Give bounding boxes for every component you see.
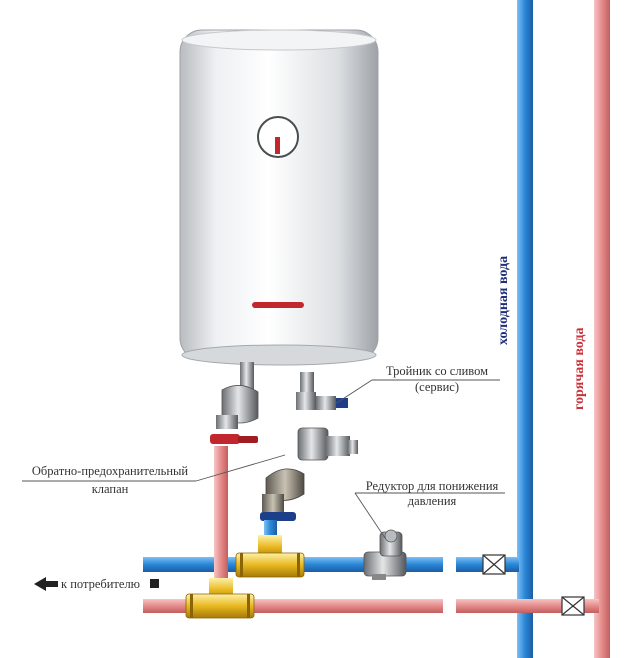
hot-water-riser — [594, 0, 610, 658]
arrow-left-icon — [34, 577, 58, 591]
tee-label-line1: Тройник со сливом — [385, 364, 489, 378]
reducer-label-line1: Редуктор для понижения — [365, 479, 499, 493]
to-consumer-label: к потребителю — [61, 577, 141, 591]
leader-lines — [22, 379, 505, 539]
cold-water-riser — [517, 0, 533, 658]
square-marker-icon — [150, 579, 159, 588]
cold-brass-tee-icon — [235, 535, 305, 578]
hot-valve-handle-icon — [210, 434, 258, 444]
water-heater-tank — [179, 29, 379, 366]
tee-label-line2: (сервис) — [415, 380, 459, 394]
hot-down-pipe — [214, 446, 228, 599]
thermometer-gauge-icon — [257, 116, 299, 158]
cold-water-main-pipe — [143, 557, 519, 572]
check-valve-label-line1: Обратно-предохранительный — [31, 464, 189, 478]
hot-water-label: горячая вода — [572, 327, 587, 410]
cold-shutoff-valve-icon — [482, 554, 506, 575]
cold-valve-handle-icon — [260, 512, 296, 521]
check-valve-label-line2: клапан — [91, 482, 129, 496]
hot-shutoff-valve-icon — [561, 596, 585, 616]
reducer-label-line2: давления — [407, 494, 457, 508]
cold-water-label: холодная вода — [496, 255, 511, 345]
service-tee-valve-icon — [297, 398, 358, 461]
hot-outlet-fittings — [216, 362, 259, 429]
power-indicator-strip — [252, 302, 304, 308]
check-safety-valve-icon — [262, 468, 305, 512]
hot-brass-tee-icon — [185, 578, 255, 619]
pressure-reducer-icon — [363, 529, 407, 580]
cold-inlet-fittings — [296, 372, 336, 410]
